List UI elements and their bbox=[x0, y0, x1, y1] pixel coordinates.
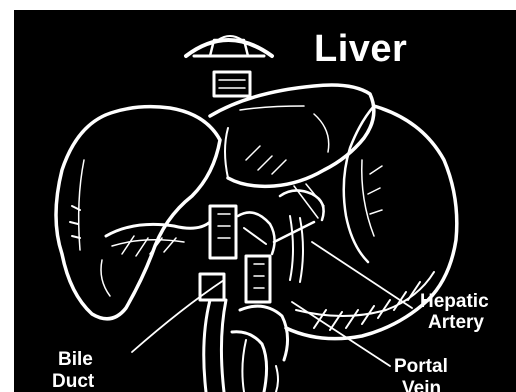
bile-duct-label-line1: Bile bbox=[58, 350, 93, 369]
bile-duct-label-line2: Duct bbox=[52, 372, 94, 391]
bile-duct-leader bbox=[132, 280, 224, 352]
portal-vein-label-line1: Portal bbox=[394, 357, 448, 376]
liver-anatomy-drawing bbox=[14, 10, 516, 392]
duct-and-vein-tubes bbox=[200, 256, 288, 392]
hepatic-vein-dome bbox=[186, 36, 272, 96]
liver-left-lobe bbox=[210, 85, 374, 186]
illustration-frame: Liver Hepatic Artery Portal Vein Bile Du… bbox=[14, 10, 516, 392]
figure-title: Liver bbox=[314, 30, 407, 68]
liver-right-lobe bbox=[56, 107, 220, 319]
hilum-vessels bbox=[210, 184, 324, 282]
hepatic-artery-label-line2: Artery bbox=[428, 313, 484, 332]
hepatic-artery-leader bbox=[312, 242, 412, 308]
hepatic-artery-label-line1: Hepatic bbox=[420, 292, 489, 311]
portal-vein-label-line2: Vein bbox=[402, 379, 441, 392]
leader-lines bbox=[132, 242, 412, 366]
